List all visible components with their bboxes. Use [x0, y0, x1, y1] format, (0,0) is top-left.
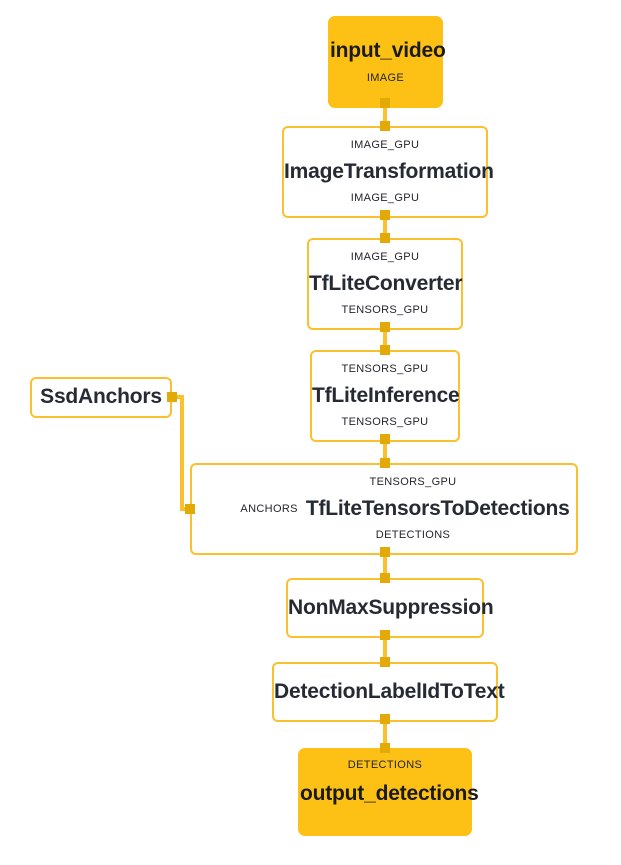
port-dot-image-transformation-out[interactable] [380, 210, 390, 220]
port-label-output-image: IMAGE [366, 71, 405, 84]
node-output-detections[interactable]: DETECTIONS output_detections [298, 748, 479, 836]
port-label-tensors-to-detections-in-tensors: TENSORS_GPU [369, 475, 457, 488]
port-dot-image-transformation-in[interactable] [380, 121, 390, 131]
node-ssd-anchors[interactable]: SsdAnchors [30, 377, 172, 418]
port-label-tflite-converter-in: IMAGE_GPU [350, 250, 420, 263]
node-title-row-tensors-to-detections: ANCHORS TfLiteTensorsToDetections [192, 496, 576, 520]
port-label-tflite-inference-in: TENSORS_GPU [341, 362, 429, 375]
port-dot-tflite-inference-in[interactable] [380, 345, 390, 355]
node-title-tflite-tensors-to-detections: TfLiteTensorsToDetections [305, 496, 570, 520]
port-dot-tflite-converter-out[interactable] [380, 322, 390, 332]
port-label-tflite-converter-out: TENSORS_GPU [341, 304, 429, 317]
node-non-max-suppression[interactable]: NonMaxSuppression [286, 578, 494, 638]
port-dot-output-detections-in[interactable] [380, 743, 390, 753]
node-title-ssd-anchors: SsdAnchors [40, 385, 162, 409]
node-title-tflite-inference: TfLiteInference [312, 383, 460, 407]
node-title-image-transformation: ImageTransformation [284, 159, 494, 183]
port-dot-tflite-converter-in[interactable] [380, 233, 390, 243]
port-label-image-transformation-out: IMAGE_GPU [350, 192, 420, 205]
node-tflite-inference[interactable]: TENSORS_GPU TfLiteInference TENSORS_GPU [310, 350, 460, 442]
port-dot-tensors-to-detections-in-tensors[interactable] [380, 458, 390, 468]
node-tflite-converter[interactable]: IMAGE_GPU TfLiteConverter TENSORS_GPU [307, 238, 463, 330]
node-image-transformation[interactable]: IMAGE_GPU ImageTransformation IMAGE_GPU [282, 126, 494, 218]
port-dot-detection-label-id-to-text-in[interactable] [380, 657, 390, 667]
node-title-non-max-suppression: NonMaxSuppression [288, 595, 494, 619]
port-dot-tflite-inference-out[interactable] [380, 434, 390, 444]
port-dot-non-max-suppression-out[interactable] [380, 630, 390, 640]
node-detection-label-id-to-text[interactable]: DetectionLabelIdToText [272, 662, 505, 722]
port-label-tensors-to-detections-in-anchors: ANCHORS [240, 503, 298, 516]
node-title-detection-label-id-to-text: DetectionLabelIdToText [274, 679, 505, 703]
port-label-output-detections-in: DETECTIONS [347, 759, 423, 771]
port-label-image-transformation-in: IMAGE_GPU [350, 138, 420, 151]
node-input-video[interactable]: input_video IMAGE [328, 16, 446, 108]
port-label-tflite-inference-out: TENSORS_GPU [341, 416, 429, 429]
port-dot-tensors-to-detections-in-anchors[interactable] [185, 504, 195, 514]
port-dot-detection-label-id-to-text-out[interactable] [380, 714, 390, 724]
port-dot-tensors-to-detections-out[interactable] [380, 547, 390, 557]
port-dot-input-video-out[interactable] [380, 98, 390, 108]
port-dot-ssd-anchors-out[interactable] [167, 392, 177, 402]
node-title-input-video: input_video [330, 39, 446, 63]
node-title-output-detections: output_detections [300, 782, 479, 805]
node-tflite-tensors-to-detections[interactable]: TENSORS_GPU ANCHORS TfLiteTensorsToDetec… [190, 463, 578, 555]
port-dot-non-max-suppression-in[interactable] [380, 573, 390, 583]
edge-ssd-anchors-to-anchors-port [172, 395, 192, 511]
port-label-tensors-to-detections-out: DETECTIONS [375, 529, 451, 542]
node-title-tflite-converter: TfLiteConverter [309, 271, 463, 295]
